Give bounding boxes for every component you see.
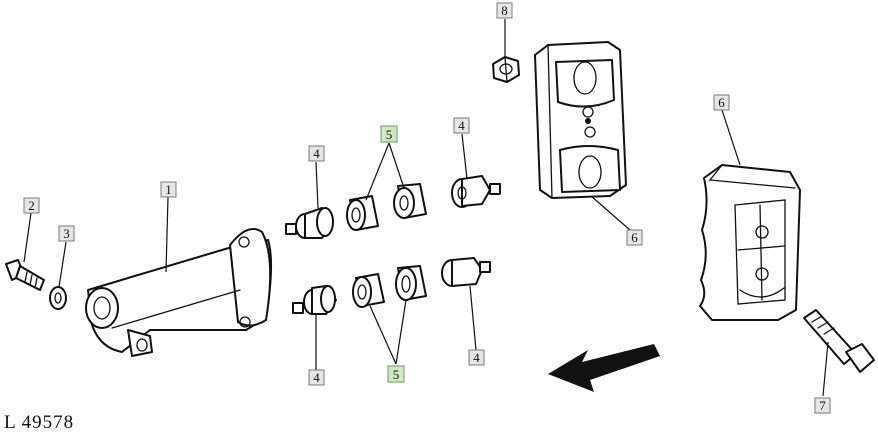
bushing-part-5-lower-right — [395, 265, 427, 301]
callout-2: 2 — [23, 197, 40, 214]
callout-5-lower: 5 — [387, 365, 405, 383]
washer-part-3 — [49, 286, 67, 310]
svg-text:4: 4 — [313, 370, 320, 385]
fitting-part-4-lower-left — [292, 285, 337, 315]
svg-text:6: 6 — [631, 230, 638, 245]
callout-6-upper: 6 — [626, 229, 643, 246]
block-part-6-right — [699, 164, 801, 321]
svg-text:7: 7 — [819, 398, 826, 413]
callout-8: 8 — [496, 2, 513, 19]
callout-4-upper-right: 4 — [453, 117, 470, 134]
bushing-part-5-lower-left — [352, 273, 385, 308]
callout-1: 1 — [160, 181, 177, 198]
svg-text:4: 4 — [313, 146, 320, 161]
fitting-part-4-upper-left — [285, 207, 334, 239]
bushing-part-5-upper-right — [393, 183, 427, 219]
leader-lines — [23, 19, 829, 397]
callout-4-lower-right: 4 — [468, 349, 485, 366]
svg-text:8: 8 — [501, 3, 508, 18]
callout-3: 3 — [58, 225, 75, 242]
bolt-part-2 — [5, 259, 45, 291]
svg-text:3: 3 — [63, 226, 70, 241]
svg-text:5: 5 — [386, 127, 393, 142]
callout-4-lower-left: 4 — [308, 369, 325, 386]
cylinder-part-1 — [85, 228, 273, 357]
bushing-part-5-upper-left — [346, 195, 379, 231]
svg-text:6: 6 — [718, 95, 725, 110]
fitting-part-4-upper-right — [451, 175, 501, 208]
svg-text:4: 4 — [458, 118, 465, 133]
fitting-part-4-lower-right — [441, 257, 491, 287]
svg-text:2: 2 — [28, 198, 35, 213]
svg-text:5: 5 — [393, 367, 400, 382]
callout-7: 7 — [814, 397, 831, 414]
callout-6-right: 6 — [713, 94, 730, 111]
bolt-part-7 — [803, 309, 875, 373]
direction-arrow-icon — [548, 344, 660, 392]
block-part-6-upper — [534, 41, 627, 199]
callout-5-upper: 5 — [380, 125, 398, 143]
nut-part-8 — [492, 56, 520, 83]
svg-text:1: 1 — [165, 182, 172, 197]
callout-4-upper-left: 4 — [308, 145, 325, 162]
svg-text:4: 4 — [473, 350, 480, 365]
figure-code: L 49578 — [4, 412, 75, 433]
